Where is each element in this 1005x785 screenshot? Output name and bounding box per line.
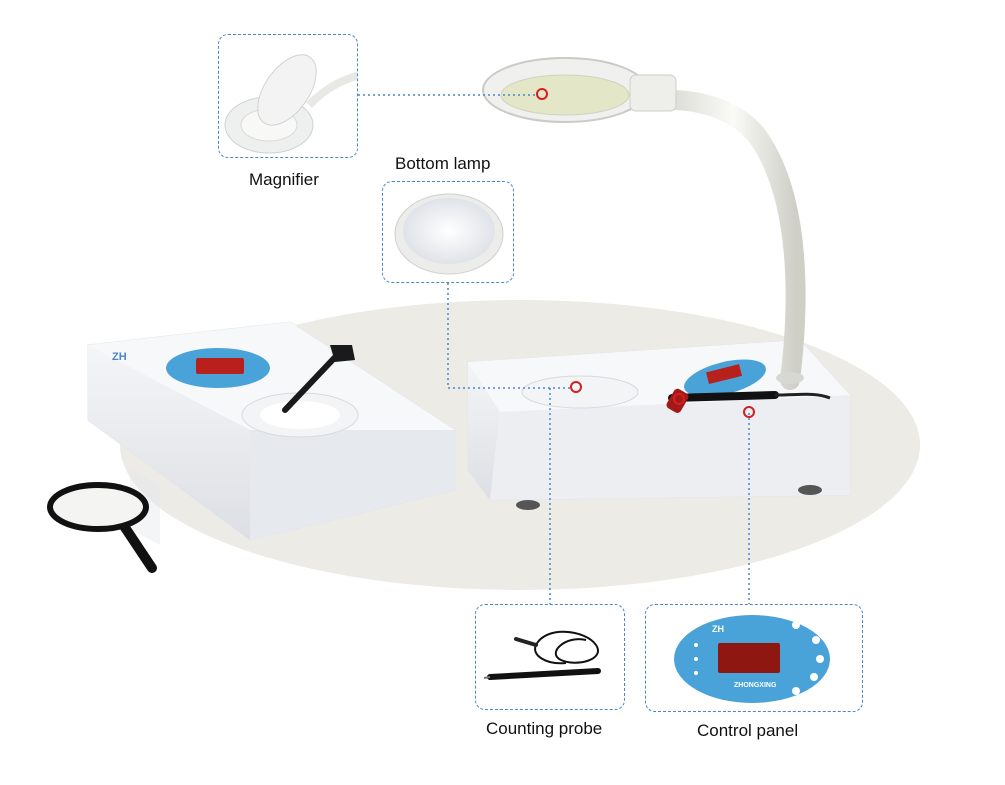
magnifier-label: Magnifier [249,170,319,189]
control-panel-callout: ZH ZHONGXING [645,604,863,712]
left-device: ZH [87,321,456,546]
counting-probe-label: Counting probe [486,719,603,738]
panel-brand-text: ZHONGXING [734,682,777,689]
marker-control-panel [743,406,755,418]
magnifier-detail-image [224,54,357,154]
marker-bottom-lamp [570,381,582,393]
hand-magnifier [47,482,157,573]
counting-probe-detail-image [483,630,601,680]
bottom-lamp-callout [382,181,514,283]
leader-lines [358,94,750,604]
right-device [467,57,851,510]
panel-logo-text: ZH [712,624,724,634]
svg-text:ZH: ZH [112,351,127,363]
marker-probe [673,393,685,405]
control-panel-label: Control panel [697,721,799,740]
bottom-lamp-label: Bottom lamp [395,154,491,173]
control-panel-detail-image: ZH ZHONGXING [674,615,830,703]
counting-probe-callout [475,604,625,710]
magnifier-callout [218,34,358,158]
marker-magnifier [536,88,548,100]
bottom-lamp-detail-image [394,193,504,275]
